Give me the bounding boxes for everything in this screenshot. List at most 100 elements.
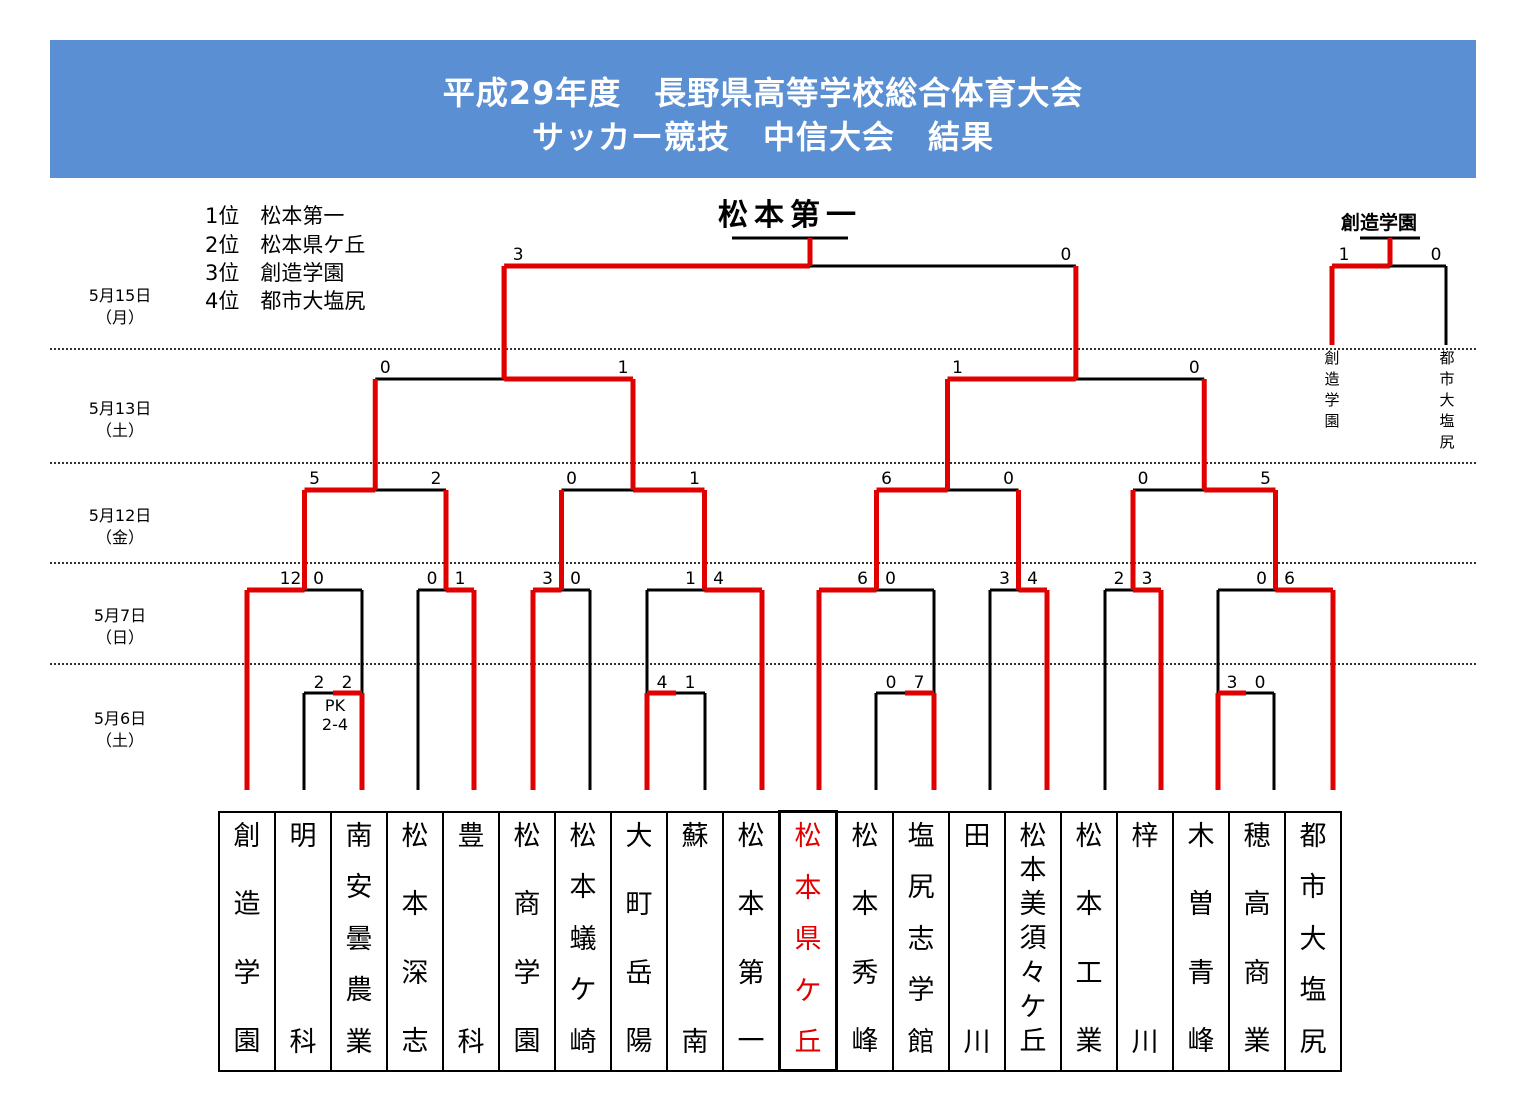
team-name: 豊科	[444, 813, 498, 1057]
team-name-char: 業	[1075, 1026, 1103, 1058]
team-name: 松本美須々ケ丘	[1006, 813, 1060, 1057]
round-divider	[50, 348, 1476, 350]
pk-label: PK	[324, 696, 346, 715]
team-name-char: 工	[1075, 957, 1103, 989]
score-label: 2	[431, 469, 442, 489]
team-name-char: 創	[233, 820, 261, 852]
team-name-char: 本	[1019, 854, 1047, 886]
team-name-char: 秀	[851, 957, 879, 989]
pk-note: PK 2-4	[305, 696, 365, 734]
date-final: 5月15日 （月）	[50, 285, 190, 329]
team-cell: 木曽青峰	[1172, 810, 1230, 1072]
team-cell: 田川	[948, 810, 1006, 1072]
date-round16: 5月7日 （日）	[50, 605, 190, 649]
team-cell: 蘇南	[666, 810, 724, 1072]
pk-score: 2-4	[321, 715, 349, 734]
team-row: 創造学園明科南安曇農業松本深志豊科松商学園松本蟻ケ崎大町岳陽蘇南松本第一松本県ケ…	[218, 810, 1342, 1072]
score-label: 2	[1114, 569, 1125, 589]
team-name-char: 松	[794, 821, 822, 852]
team-name-char: 須	[1019, 923, 1047, 955]
score-label: 6	[881, 469, 892, 489]
team-cell: 松商学園	[498, 810, 556, 1072]
champion-name: 松本第一	[718, 198, 862, 233]
team-name-char: 館	[907, 1026, 935, 1058]
third-place-winner: 創造学園	[1341, 212, 1418, 234]
score-label: 4	[1027, 569, 1038, 589]
day-label: （月）	[95, 308, 144, 327]
team-name-char: 大	[625, 820, 653, 852]
team-name-char: 本	[851, 889, 879, 921]
team-name-char: 深	[401, 957, 429, 989]
team-name-char: 都	[1299, 820, 1327, 852]
team-name: 塩尻志学館	[894, 813, 948, 1057]
team-name-char: 松	[401, 820, 429, 852]
score-label: 3	[513, 245, 524, 265]
team-cell: 明科	[274, 810, 332, 1072]
team-name-char: 岳	[625, 957, 653, 989]
team-name: 都市大塩尻	[1286, 813, 1340, 1057]
team-name-char: 蟻	[569, 923, 597, 955]
title-line-2: サッカー競技 中信大会 結果	[531, 118, 994, 156]
team-name-char: 一	[737, 1026, 765, 1058]
team-cell: 松本第一	[722, 810, 781, 1072]
team-name-char: 松	[1075, 820, 1103, 852]
date-round1: 5月6日 （土）	[50, 708, 190, 752]
title-banner: 平成29年度 長野県高等学校総合体育大会 サッカー競技 中信大会 結果	[50, 40, 1476, 178]
team-name-char: 尻	[907, 872, 935, 903]
team-name-char: 青	[1187, 957, 1215, 989]
team-name-char: 松	[569, 820, 597, 852]
team-cell: 豊科	[442, 810, 500, 1072]
third-place-team-label: 創造学園	[1324, 349, 1340, 430]
team-name-char: 丘	[1019, 1026, 1047, 1058]
team-name: 梓川	[1118, 813, 1172, 1057]
team-name: 松商学園	[500, 813, 554, 1057]
team-name-char: 塩	[1299, 975, 1327, 1006]
team-cell: 松本美須々ケ丘	[1004, 810, 1062, 1072]
score-label: 3	[1142, 569, 1153, 589]
team-name-char: 々	[1019, 957, 1047, 989]
score-label: 0	[1003, 469, 1014, 489]
team-name-char: 松	[737, 820, 765, 852]
day-label: （日）	[95, 628, 144, 647]
team-cell: 松本工業	[1060, 810, 1118, 1072]
score-label: 5	[309, 469, 320, 489]
date-quarterfinal: 5月12日 （金）	[50, 505, 190, 549]
score-label: 4	[713, 569, 724, 589]
team-cell: 大町岳陽	[610, 810, 668, 1072]
team-name-char: 蘇	[681, 820, 709, 852]
team-name-char: 尻	[1299, 1026, 1327, 1058]
team-name-char: 学	[513, 957, 541, 989]
team-name-char: 県	[794, 924, 822, 955]
score-label: 3	[999, 569, 1010, 589]
team-name: 松本深志	[388, 813, 442, 1057]
ranking-4: 4位 都市大塩尻	[205, 289, 366, 313]
third-place-team-label: 都市大塩尻	[1439, 349, 1455, 451]
score-label: 0	[380, 358, 391, 378]
team-name-char: 崎	[569, 1026, 597, 1058]
team-name-char: 梓	[1131, 820, 1159, 852]
score-label: 3	[1227, 673, 1238, 693]
team-name-char: 田	[963, 820, 991, 852]
team-name-char: 高	[1243, 889, 1271, 921]
score-label: 0	[566, 469, 577, 489]
day-label: （金）	[95, 528, 144, 547]
score-label: 0	[1189, 358, 1200, 378]
team-name-char: 木	[1187, 820, 1215, 852]
score-label: 4	[657, 673, 668, 693]
team-name-char: 川	[963, 1026, 991, 1058]
score-label: 0	[885, 569, 896, 589]
score-label: 3	[542, 569, 553, 589]
team-name-char: 穂	[1243, 820, 1271, 852]
team-name: 松本第一	[724, 813, 778, 1057]
team-name: 松本秀峰	[838, 813, 892, 1057]
team-name-char: 松	[851, 820, 879, 852]
team-name-char: 園	[513, 1026, 541, 1058]
title-line-1: 平成29年度 長野県高等学校総合体育大会	[442, 74, 1084, 112]
team-name: 明科	[276, 813, 330, 1057]
team-name-char: 大	[1299, 923, 1327, 955]
round-divider	[50, 562, 1476, 564]
team-name-char: 本	[794, 872, 822, 904]
team-name-char: 丘	[794, 1027, 822, 1058]
team-name: 南安曇農業	[332, 813, 386, 1057]
date-label: 5月6日	[93, 709, 147, 728]
